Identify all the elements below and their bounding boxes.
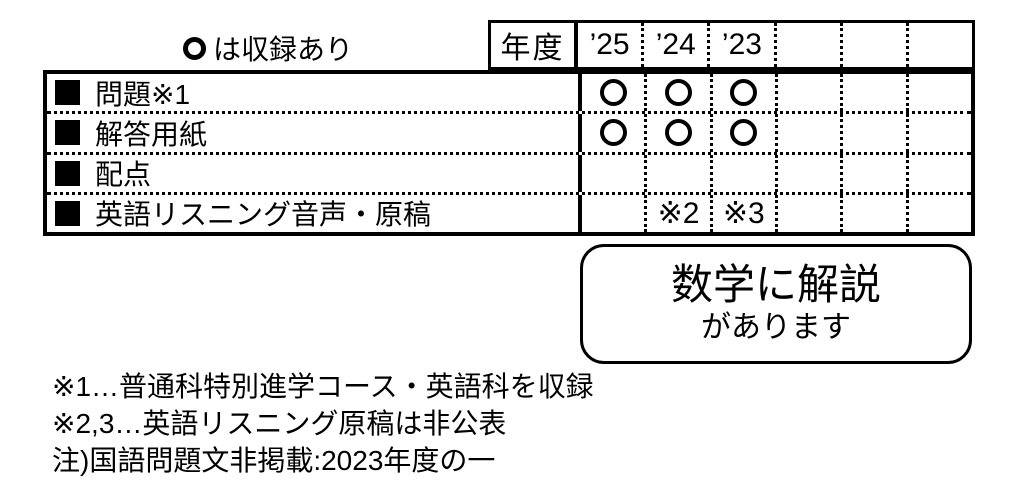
row-label-text: 解答用紙 bbox=[95, 118, 208, 150]
table-row: 解答用紙 bbox=[47, 111, 971, 152]
data-cell bbox=[905, 154, 971, 192]
year-column-header bbox=[773, 23, 840, 67]
year-corner-label: 年度 bbox=[491, 23, 578, 67]
data-cell bbox=[578, 74, 644, 112]
data-cell bbox=[840, 114, 905, 152]
footnote-3: 注)国語問題文非掲載:2023年度の一 bbox=[52, 445, 496, 476]
data-cell bbox=[774, 114, 840, 152]
data-cell: ※3 bbox=[709, 194, 775, 232]
data-cell bbox=[578, 194, 644, 232]
data-cell bbox=[578, 154, 644, 192]
row-label-text: 英語リスニング音声・原稿 bbox=[95, 199, 432, 231]
callout-line2: があります bbox=[701, 311, 851, 345]
bullet-square-icon bbox=[55, 160, 80, 186]
year-column-header bbox=[839, 23, 906, 67]
data-cell bbox=[905, 114, 971, 152]
bullet-square-icon bbox=[55, 200, 80, 226]
data-cell bbox=[774, 154, 840, 192]
circle-icon bbox=[599, 79, 627, 107]
footnote-2: ※2,3…英語リスニング原稿は非公表 bbox=[52, 408, 507, 439]
year-column-header bbox=[905, 23, 972, 67]
year-column-header: ’23 bbox=[707, 23, 773, 67]
circle-icon bbox=[183, 36, 206, 60]
data-cell bbox=[774, 194, 840, 232]
legend: は収録あり bbox=[183, 28, 353, 68]
footnotes: ※1…普通科特別進学コース・英語科を収録 ※2,3…英語リスニング原稿は非公表 … bbox=[52, 368, 594, 479]
data-cell bbox=[644, 114, 709, 152]
row-label-text: 配点 bbox=[95, 159, 152, 191]
bullet-square-icon bbox=[55, 120, 80, 146]
row-label: 解答用紙 bbox=[47, 114, 578, 151]
table-row: 英語リスニング音声・原稿 ※2※3 bbox=[47, 191, 971, 232]
circle-icon bbox=[664, 79, 692, 107]
callout-line1: 数学に解説 bbox=[670, 261, 881, 309]
data-cell bbox=[578, 114, 644, 152]
footnote-1: ※1…普通科特別進学コース・英語科を収録 bbox=[52, 371, 594, 402]
data-cell bbox=[905, 194, 971, 232]
year-column-header: ’25 bbox=[589, 28, 630, 61]
data-cell bbox=[840, 194, 905, 232]
row-label: 配点 bbox=[47, 155, 578, 192]
row-label: 英語リスニング音声・原稿 bbox=[47, 195, 578, 232]
callout-bubble: 数学に解説 があります bbox=[580, 244, 972, 364]
data-cell bbox=[644, 74, 709, 112]
row-label: 問題※1 bbox=[47, 74, 578, 111]
data-cell bbox=[905, 74, 971, 112]
table-body: 問題※1 解答用紙配点英語リスニング音声・原稿 ※2※3 bbox=[43, 70, 975, 236]
table-row: 配点 bbox=[47, 151, 971, 192]
data-cell bbox=[709, 114, 775, 152]
circle-icon bbox=[599, 119, 627, 147]
data-cell bbox=[774, 74, 840, 112]
circle-icon bbox=[664, 119, 692, 147]
circle-icon bbox=[730, 119, 758, 147]
data-cell bbox=[709, 74, 775, 112]
legend-text: は収録あり bbox=[213, 34, 354, 65]
year-column-header: ’24 bbox=[641, 23, 707, 67]
data-cell bbox=[840, 154, 905, 192]
circle-icon bbox=[730, 79, 758, 107]
row-label-text: 問題※1 bbox=[95, 78, 191, 110]
data-cell bbox=[709, 154, 775, 192]
year-header-row: 年度 ’25 ’24’23 bbox=[488, 20, 975, 70]
data-cell bbox=[644, 154, 709, 192]
data-cell bbox=[840, 74, 905, 112]
data-cell: ※2 bbox=[644, 194, 709, 232]
table-row: 問題※1 bbox=[47, 74, 971, 112]
bullet-square-icon bbox=[55, 80, 80, 106]
